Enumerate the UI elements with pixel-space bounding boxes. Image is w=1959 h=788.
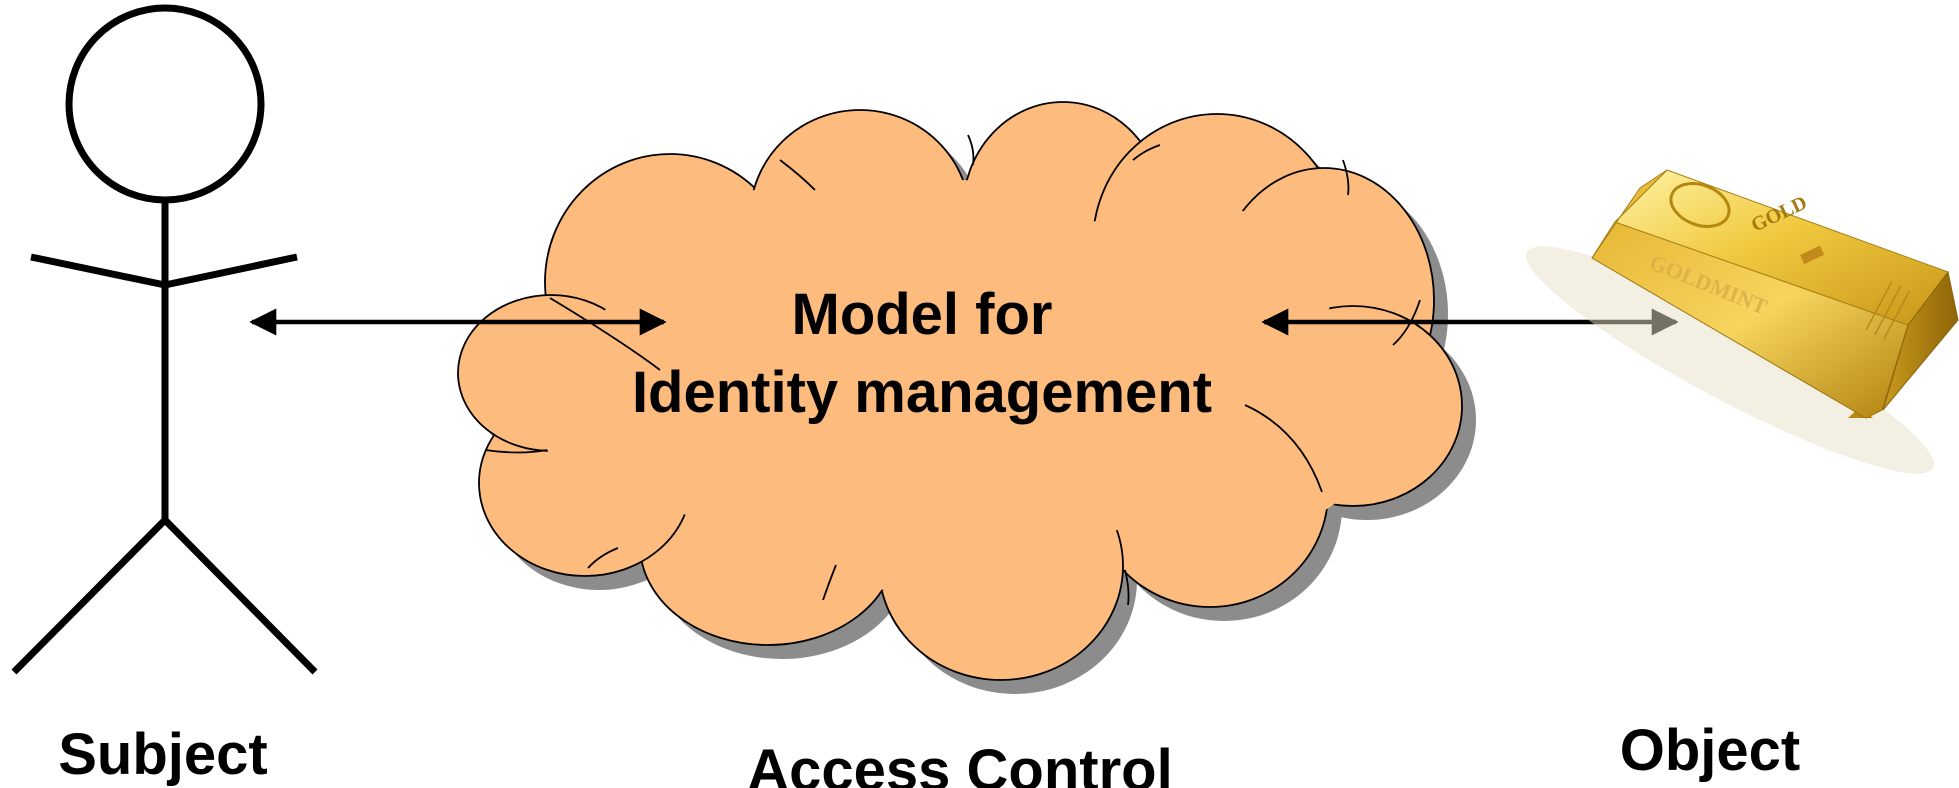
cloud-title-line1: Model for	[792, 282, 1053, 347]
gold-bar-icon: GOLD GOLDMINT	[1526, 169, 1959, 474]
stick-figure-right-arm	[164, 253, 298, 289]
cloud-title-line2: Identity management	[632, 360, 1212, 425]
access-control-label: Access Control	[747, 738, 1172, 788]
stick-figure-right-leg	[162, 517, 318, 675]
stick-figure-icon	[11, 4, 318, 675]
gold-bar-emblem	[1669, 182, 1731, 228]
object-label: Object	[1620, 718, 1801, 783]
stick-figure-head	[65, 4, 265, 204]
stick-figure-left-arm	[30, 253, 166, 289]
stick-figure-left-leg	[11, 517, 168, 675]
subject-label: Subject	[58, 722, 268, 787]
cloud-interior	[545, 180, 1370, 590]
